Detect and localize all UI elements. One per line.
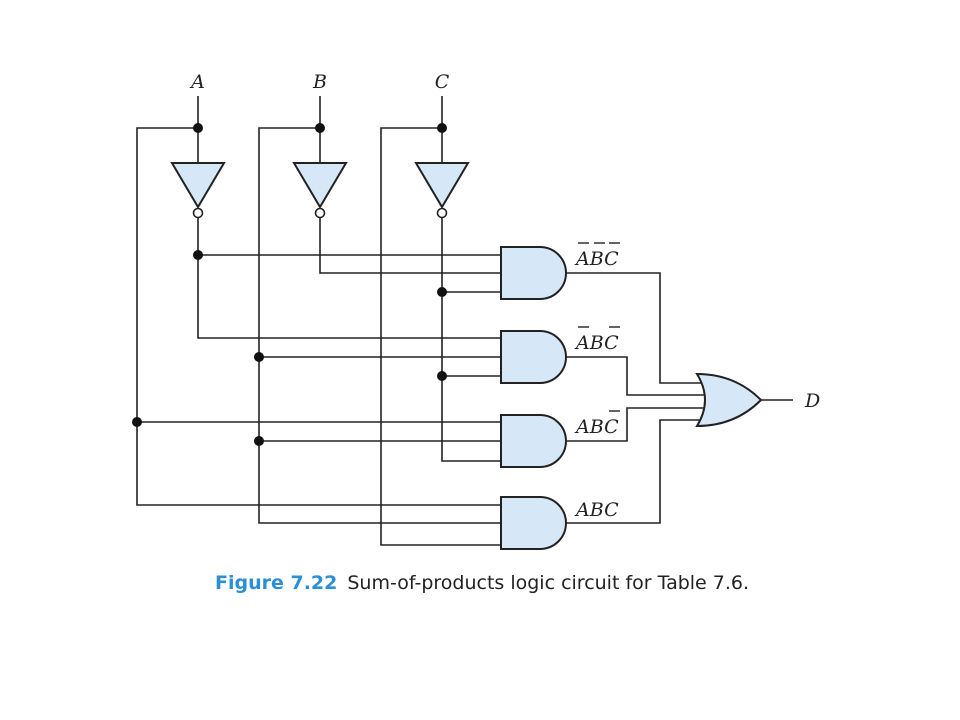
term4-letter3: C <box>604 499 619 521</box>
term2-letter1: A <box>574 332 590 354</box>
and-to-or-wires <box>567 272 793 524</box>
input-wires <box>136 96 501 546</box>
term1-letter1: A <box>574 248 590 270</box>
term2-letter3: C <box>604 332 619 354</box>
term3-letter2: B <box>589 416 604 438</box>
junction-dots <box>132 123 447 446</box>
and-gate-2 <box>500 330 567 384</box>
term4-letter2: B <box>589 499 604 521</box>
term3-letter1: A <box>574 416 590 438</box>
term1-letter3: C <box>604 248 619 270</box>
inverter-a <box>170 162 226 219</box>
and-gate-4 <box>500 496 567 550</box>
input-label-c: C <box>435 71 450 93</box>
term4-letter1: A <box>574 499 590 521</box>
input-label-a: A <box>189 71 205 93</box>
svg-text:ABC: ABC <box>574 248 619 270</box>
complement-wires <box>137 218 501 462</box>
output-label-d: D <box>804 390 820 412</box>
svg-text:ABC: ABC <box>574 499 619 521</box>
term3-letter3: C <box>604 416 619 438</box>
svg-text:ABC: ABC <box>574 332 619 354</box>
or-gate <box>695 372 763 428</box>
and-gate-3 <box>500 414 567 468</box>
figure-number: Figure 7.22 <box>215 572 338 594</box>
svg-text:ABC: ABC <box>574 416 619 438</box>
term-label-2: ABC <box>574 326 620 354</box>
term2-letter2: B <box>589 332 604 354</box>
term-label-3: ABC <box>574 410 620 438</box>
inverter-c <box>414 162 470 219</box>
term1-letter2: B <box>589 248 604 270</box>
term-label-4: ABC <box>574 499 619 521</box>
inverter-b <box>292 162 348 219</box>
and-gate-1 <box>500 246 567 300</box>
figure-caption: Figure 7.22 Sum-of-products logic circuit… <box>215 572 749 594</box>
term-label-1: ABC <box>574 242 620 270</box>
caption-text: Sum-of-products logic circuit for Table … <box>347 572 750 594</box>
input-label-b: B <box>312 71 327 93</box>
